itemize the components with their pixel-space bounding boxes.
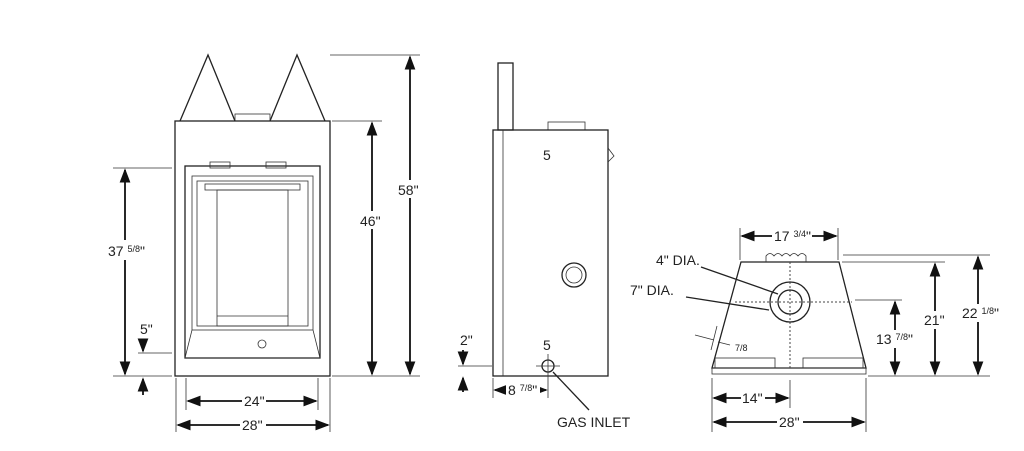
control-knob [257, 339, 267, 349]
side-knockout [561, 262, 587, 288]
dim-label-2: 2" [460, 332, 473, 348]
dim-label-13-7-8: 13 7/8" [876, 331, 913, 347]
dim-label-28-front: 28" [242, 417, 263, 433]
label-bg [777, 413, 803, 431]
label-bg [960, 304, 1000, 322]
outer-flue-circle [769, 281, 811, 323]
flue-collar [234, 113, 271, 122]
dim-label-14: 14" [742, 390, 763, 406]
dim-label-37-5-8: 37 5/8" [108, 243, 145, 259]
side-knockout-inner [565, 266, 583, 284]
left-vent-cone [179, 53, 236, 122]
dim-label-58: 58" [398, 182, 419, 198]
dim-label-46: 46" [360, 213, 381, 229]
base-rail [714, 357, 776, 369]
label-bg [240, 416, 266, 434]
dim-label-28-top: 28" [779, 414, 800, 430]
right-vent-cone [269, 53, 326, 122]
label-bg [741, 389, 765, 407]
dim-label-wall: 7/8 [735, 343, 748, 353]
top-collar [765, 253, 807, 262]
base-trim [184, 329, 321, 359]
top-bracket [209, 161, 231, 169]
dim-label-17-3-4: 17 3/4" [774, 228, 811, 244]
label-bg [242, 392, 266, 410]
door-frame [191, 175, 314, 331]
dim-label-24: 24" [244, 393, 265, 409]
label-bg [398, 180, 422, 198]
inner-dia-leader [700, 266, 779, 295]
side-view: 5 5 2" 8 7/8" GAS INLET [457, 62, 631, 430]
label-bg [104, 240, 156, 260]
front-body [174, 120, 331, 377]
label-bg [874, 330, 914, 348]
side-body [492, 129, 609, 377]
dim-label-8-7-8: 8 7/8" [508, 382, 537, 398]
dim-label-21: 21" [924, 312, 945, 328]
top-bracket [265, 161, 287, 169]
inner-dia-label: 4" DIA. [656, 252, 700, 268]
wall-arrow [717, 341, 731, 346]
label-bg [772, 227, 812, 245]
top-base [711, 367, 867, 375]
side-symbol: 5 [543, 337, 551, 353]
gas-inlet-leader [552, 371, 590, 411]
label-bg [360, 211, 384, 229]
door-inner [196, 180, 309, 327]
wall-ext [710, 325, 718, 351]
side-tab [607, 147, 615, 163]
outer-dia-label: 7" DIA. [630, 282, 674, 298]
base-rail [802, 357, 864, 369]
dim-label-5: 5" [140, 321, 153, 337]
gas-inlet-label: GAS INLET [557, 414, 631, 430]
header-bar [204, 183, 301, 191]
vent-pipe [497, 62, 514, 131]
side-symbol: 5 [543, 147, 551, 163]
dim-label-22-1-8: 22 1/8" [962, 305, 999, 321]
top-collar [547, 121, 586, 131]
front-view: 58" 46" 37 5/8" 5" 24" 28" [104, 53, 422, 434]
label-bg [506, 381, 540, 399]
firebox-opening [184, 165, 321, 359]
label-bg [923, 311, 947, 329]
outer-dia-leader [685, 296, 770, 311]
top-view: 17 3/4" 4" DIA. 7" DIA. 7/8 13 7/8" 21" … [630, 227, 1000, 432]
wall-arrow [694, 334, 715, 341]
glass-panel [216, 189, 289, 327]
inner-flue-circle [777, 289, 803, 315]
